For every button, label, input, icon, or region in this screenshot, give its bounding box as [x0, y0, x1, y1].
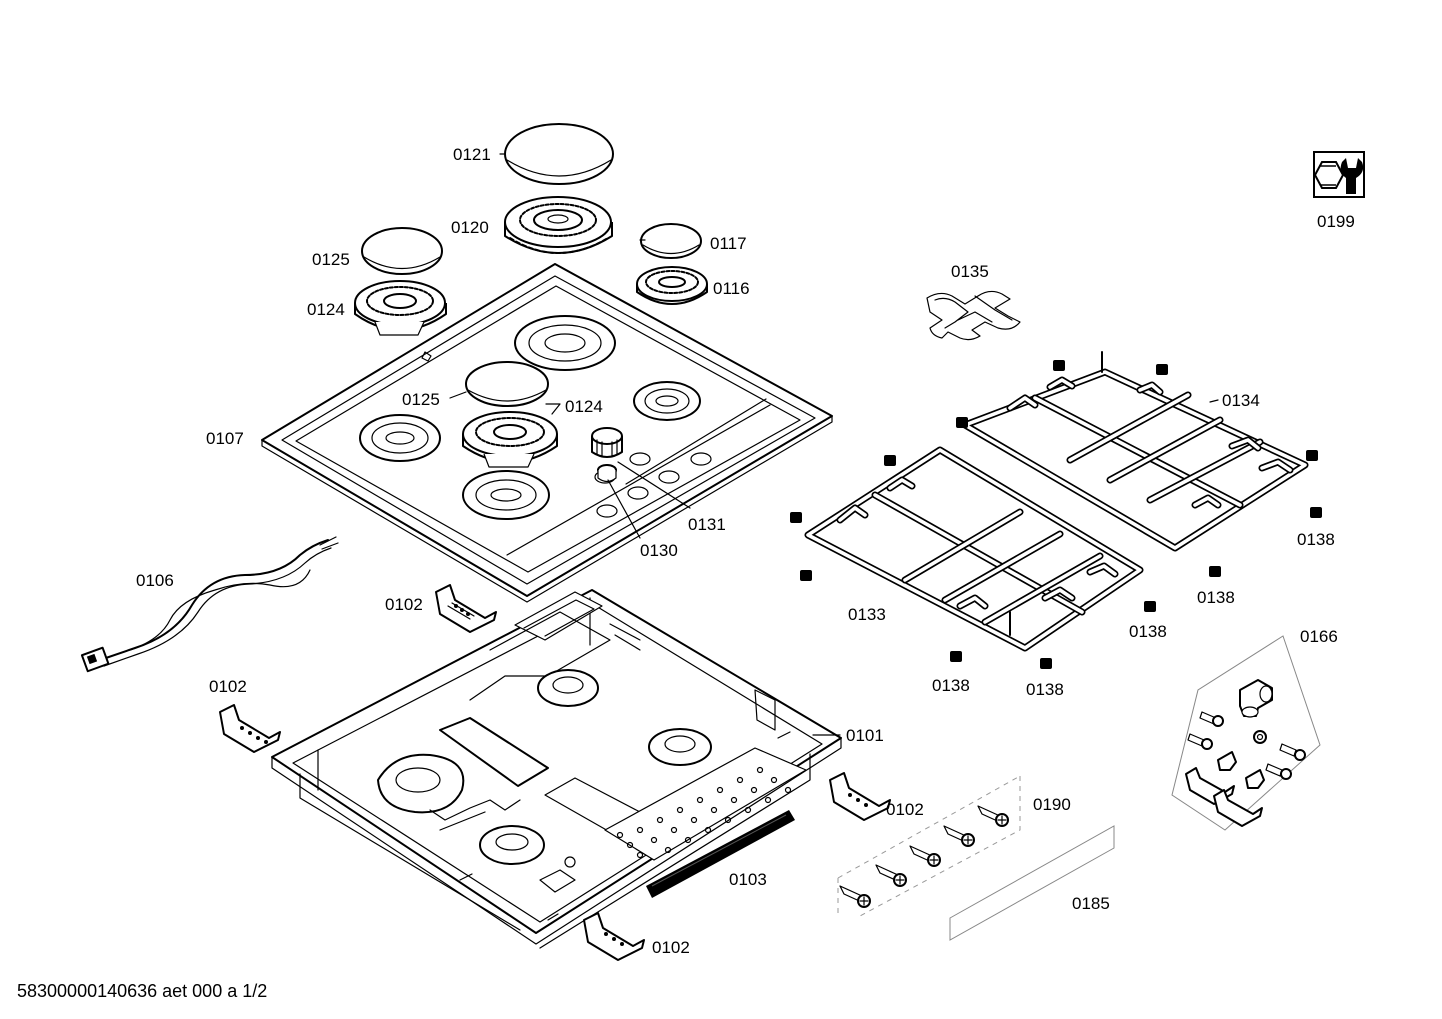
screw-2: [875, 864, 907, 887]
label-0102-d: 0102: [652, 938, 690, 957]
part-0135-wok-trivet: [926, 290, 1021, 341]
label-0102-b: 0102: [209, 677, 247, 696]
label-0185: 0185: [1072, 894, 1110, 913]
label-0199: 0199: [1317, 212, 1355, 231]
label-0130: 0130: [640, 541, 678, 560]
label-0138-e: 0138: [1026, 680, 1064, 699]
label-0190: 0190: [1033, 795, 1071, 814]
part-0102-clamp-a: [435, 584, 497, 633]
label-0138-b: 0138: [1197, 588, 1235, 607]
part-0125-cap-mid: [465, 361, 549, 407]
label-0135: 0135: [951, 262, 989, 281]
part-0124-crown-left: [354, 280, 447, 336]
label-0133: 0133: [848, 605, 886, 624]
part-0125-cap-left: [361, 227, 443, 275]
label-0117: 0117: [710, 234, 747, 253]
part-0117-small-cap: [640, 223, 702, 259]
label-0134: 0134: [1222, 391, 1260, 410]
part-0130-knob-spindle: [597, 464, 617, 483]
part-0138-rubber-feet: [790, 360, 1322, 669]
label-0107: 0107: [206, 429, 244, 448]
part-0131-control-knob: [591, 427, 623, 458]
label-0103: 0103: [729, 870, 767, 889]
leader-lines: [449, 153, 1219, 736]
label-0102-c: 0102: [886, 800, 924, 819]
label-0102-a: 0102: [385, 595, 423, 614]
part-0166-fitting-kit: [1171, 635, 1321, 831]
part-0102-clamp-d: [583, 912, 645, 961]
part-0101-base-tray: [271, 589, 842, 949]
label-0138-a: 0138: [1297, 530, 1335, 549]
part-0102-clamp-c: [829, 772, 891, 821]
screw-4: [943, 825, 975, 847]
part-0120-burner-crown: [504, 196, 613, 254]
document-footer-id: 58300000140636 aet 000 a 1/2: [17, 981, 267, 1001]
label-0101: 0101: [846, 726, 884, 745]
label-0138-c: 0138: [1129, 622, 1167, 641]
label-0166: 0166: [1300, 627, 1338, 646]
kit-screws: [1187, 711, 1306, 780]
label-0131: 0131: [688, 515, 726, 534]
part-0133-pan-support-left: [804, 446, 1144, 652]
part-0124-crown-mid: [462, 411, 558, 468]
label-0106: 0106: [136, 571, 174, 590]
part-0106-power-cable: [80, 536, 339, 673]
kit-clamps: [1185, 751, 1265, 827]
vent-holes: [616, 766, 792, 859]
part-number-labels: 0121 0120 0117 0116 0125 0124 0125 0124 …: [136, 145, 1355, 957]
label-0120: 0120: [451, 218, 489, 237]
screw-3: [909, 845, 941, 867]
label-0116: 0116: [713, 279, 750, 298]
label-0125-top: 0125: [312, 250, 350, 269]
screw-1: [839, 885, 871, 908]
label-0138-d: 0138: [932, 676, 970, 695]
part-0185-label-strip: [949, 825, 1115, 941]
part-0102-clamp-b: [219, 704, 281, 753]
label-0124-top: 0124: [307, 300, 345, 319]
elbow-fitting: [1239, 679, 1273, 718]
label-0121: 0121: [453, 145, 491, 164]
part-0190-screw-set: [837, 775, 1021, 918]
part-0199-wrench-icon: [1313, 151, 1365, 198]
part-0121-burner-cap: [504, 123, 614, 185]
label-0124-mid: 0124: [565, 397, 603, 416]
screw-5: [977, 805, 1009, 827]
label-0125-mid: 0125: [402, 390, 440, 409]
part-0134-pan-support-right: [961, 351, 1309, 552]
part-0116-small-crown: [636, 266, 708, 305]
part-0103-seal-strip: [646, 810, 795, 898]
